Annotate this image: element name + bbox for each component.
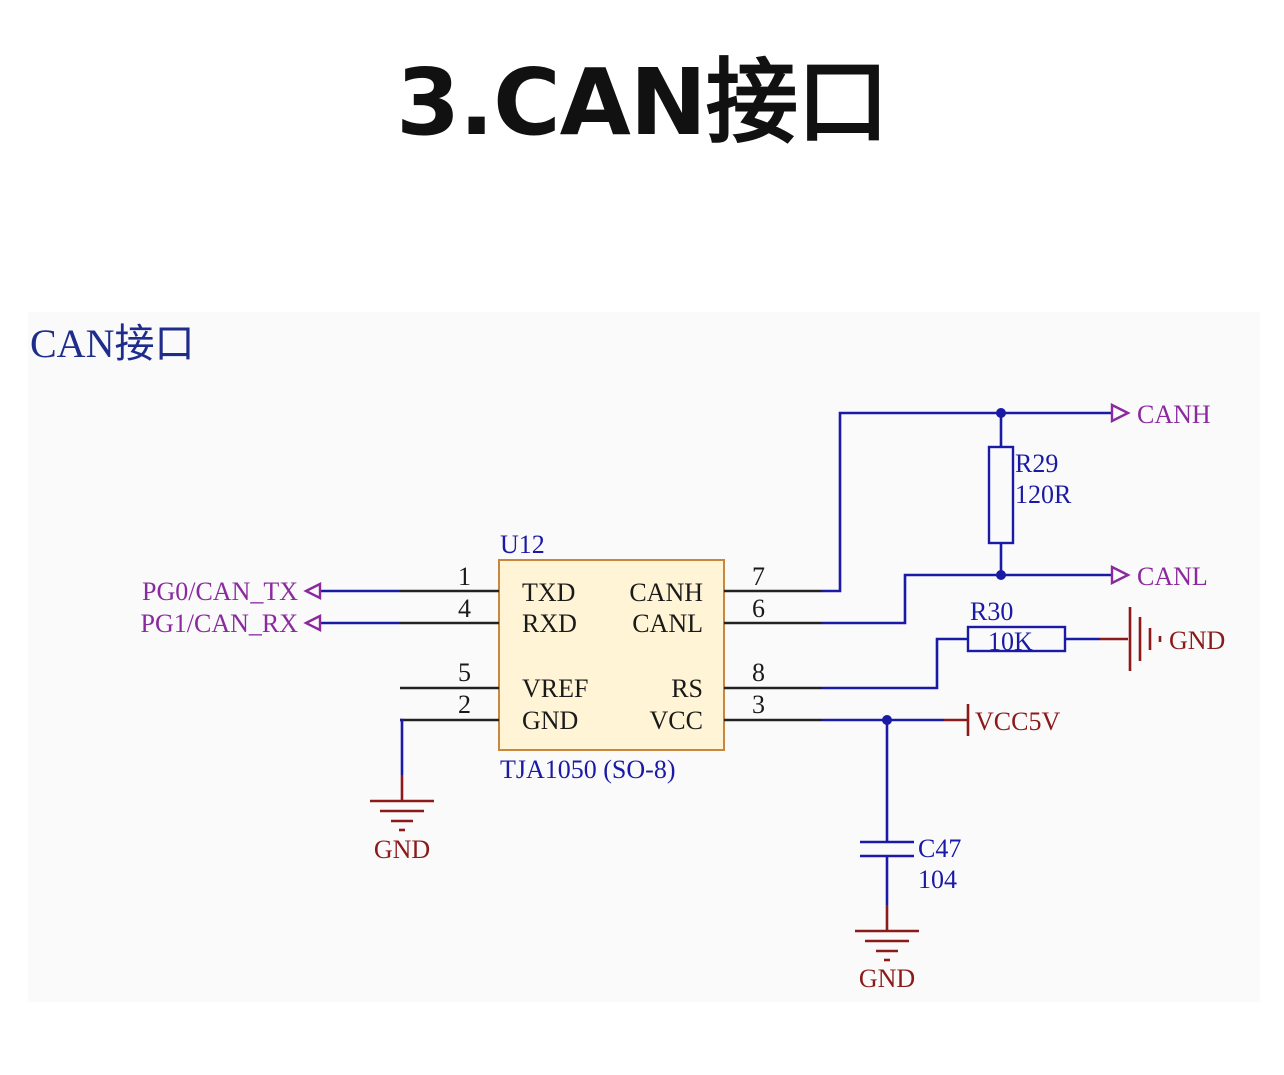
port-canh-arrow (1110, 403, 1131, 423)
port-canl-label: CANL (1137, 562, 1208, 591)
net-rs-wire (822, 637, 968, 690)
port-tx-label: PG0/CAN_TX (142, 577, 298, 606)
r29-body (987, 445, 1015, 545)
net-canl-wire (822, 573, 1112, 625)
ic-pin-num-5: 5 (458, 658, 471, 687)
r29-ref: R29 (1015, 449, 1058, 478)
r29-value: 120R (1015, 480, 1072, 509)
port-rx-label: PG1/CAN_RX (141, 609, 299, 638)
port-tx-arrow (303, 582, 322, 600)
ic-part: TJA1050 (SO-8) (500, 755, 676, 784)
c47-ref: C47 (918, 834, 961, 863)
ic-pin-name-rxd: RXD (522, 609, 577, 638)
ic-u12-body (498, 559, 725, 751)
r30-ref: R30 (970, 597, 1013, 626)
page-title: 3.CAN接口 (396, 49, 889, 156)
section-label: CAN接口 (30, 321, 194, 366)
ic-pin-name-gnd: GND (522, 706, 578, 735)
net-canh-wire (822, 411, 1112, 593)
ic-pin-name-vref: VREF (522, 674, 588, 703)
port-canl-arrow (1110, 565, 1131, 585)
ic-pin-name-rs: RS (671, 674, 703, 703)
ic-pin-num-4: 4 (458, 594, 471, 623)
ic-pin-name-vcc: VCC (650, 706, 703, 735)
ic-pin-num-6: 6 (752, 594, 765, 623)
net-gnd-left-wire (400, 718, 404, 775)
ic-pin-num-7: 7 (752, 562, 765, 591)
c47-value: 104 (918, 865, 957, 894)
vcc-label: VCC5V (975, 707, 1060, 736)
ic-pin-name-canh: CANH (629, 578, 703, 607)
ic-pin-num-1: 1 (458, 562, 471, 591)
ic-ref: U12 (500, 530, 545, 559)
ic-pin-num-3: 3 (752, 690, 765, 719)
ic-pin-num-2: 2 (458, 690, 471, 719)
port-rx-arrow (303, 614, 322, 632)
port-canh-label: CANH (1137, 400, 1211, 429)
r30-value: 10K (988, 627, 1033, 656)
ic-pin-num-8: 8 (752, 658, 765, 687)
gnd-rs-label: GND (1169, 626, 1225, 655)
gnd-cap-label: GND (859, 964, 915, 993)
ic-pin-name-canl: CANL (632, 609, 703, 638)
gnd-left-label: GND (374, 835, 430, 864)
ic-pin-name-txd: TXD (522, 578, 575, 607)
